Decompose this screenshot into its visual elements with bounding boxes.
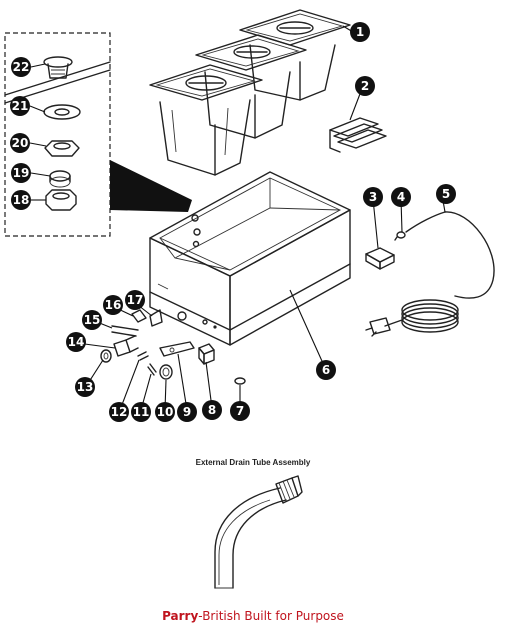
- callout-19: 19: [11, 163, 31, 183]
- bracket-part: [159, 341, 195, 357]
- callout-13: 13: [75, 377, 95, 397]
- pan-middle: [195, 34, 307, 139]
- svg-text:9: 9: [183, 405, 191, 419]
- callout-17: 17: [125, 290, 145, 310]
- svg-text:10: 10: [157, 405, 174, 419]
- thermostat-icon: [365, 247, 395, 270]
- callout-4: 4: [391, 187, 411, 207]
- callout-6: 6: [316, 360, 336, 380]
- drain-pipe-part: [111, 325, 139, 337]
- drain-assembly-caption: External Drain Tube Assembly: [195, 458, 311, 467]
- spindle-part: [147, 363, 157, 376]
- svg-text:14: 14: [68, 335, 85, 349]
- pan-front: [149, 64, 263, 176]
- callouts: 1 2 3 4 5 6 7 8 9 10 11 12 13 14 15 16 1…: [10, 22, 456, 422]
- callout-16: 16: [103, 295, 123, 315]
- callout-10: 10: [155, 402, 175, 422]
- power-cable-icon: [365, 211, 495, 337]
- svg-text:3: 3: [369, 190, 377, 204]
- lock-nut-part: [45, 189, 77, 211]
- drain-tap-part: [113, 335, 139, 357]
- callout-22: 22: [11, 57, 31, 77]
- grommet-part: [394, 231, 406, 241]
- bain-marie-tank: [149, 171, 351, 346]
- knob-icon: [159, 364, 173, 380]
- switch-part: [198, 343, 215, 365]
- callout-21: 21: [10, 96, 30, 116]
- callout-1: 1: [350, 22, 370, 42]
- callout-3: 3: [363, 187, 383, 207]
- svg-text:17: 17: [127, 293, 144, 307]
- callout-2: 2: [355, 76, 375, 96]
- end-cap-part: [100, 349, 112, 363]
- svg-text:5: 5: [442, 187, 450, 201]
- svg-text:11: 11: [133, 405, 150, 419]
- heating-element-icon: [329, 117, 387, 153]
- callout-7: 7: [230, 401, 250, 421]
- svg-text:15: 15: [84, 313, 101, 327]
- screw-part: [137, 351, 149, 361]
- gastronorm-pans-group: [149, 9, 351, 176]
- svg-text:1: 1: [356, 25, 364, 39]
- inset-pointer: [110, 160, 192, 212]
- callout-20: 20: [10, 133, 30, 153]
- callout-9: 9: [177, 402, 197, 422]
- pan-back: [239, 9, 351, 101]
- elbow-part: [131, 309, 147, 323]
- svg-text:16: 16: [105, 298, 122, 312]
- svg-text:4: 4: [397, 190, 405, 204]
- svg-text:6: 6: [322, 363, 330, 377]
- callout-18: 18: [11, 190, 31, 210]
- callout-5: 5: [436, 184, 456, 204]
- svg-text:19: 19: [13, 166, 30, 180]
- brand-name: Parry: [162, 609, 199, 623]
- svg-text:21: 21: [12, 99, 29, 113]
- drain-tube-icon: [214, 475, 303, 589]
- svg-text:8: 8: [208, 403, 216, 417]
- callout-11: 11: [131, 402, 151, 422]
- svg-text:7: 7: [236, 404, 244, 418]
- hex-nut-part: [44, 140, 80, 157]
- brand-slogan: -British Built for Purpose: [198, 609, 344, 623]
- callout-12: 12: [109, 402, 129, 422]
- svg-text:2: 2: [361, 79, 369, 93]
- foot-part: [234, 377, 246, 385]
- svg-text:12: 12: [111, 405, 128, 419]
- callout-8: 8: [202, 400, 222, 420]
- svg-text:13: 13: [77, 380, 94, 394]
- footer-tagline: Parry-British Built for Purpose: [0, 609, 506, 623]
- callout-15: 15: [82, 310, 102, 330]
- callout-14: 14: [66, 332, 86, 352]
- svg-text:18: 18: [13, 193, 30, 207]
- inset-detail-box: [4, 32, 111, 237]
- connector-part: [149, 309, 163, 327]
- svg-text:22: 22: [13, 60, 30, 74]
- svg-text:20: 20: [12, 136, 29, 150]
- drain-fitting-part: [43, 56, 73, 79]
